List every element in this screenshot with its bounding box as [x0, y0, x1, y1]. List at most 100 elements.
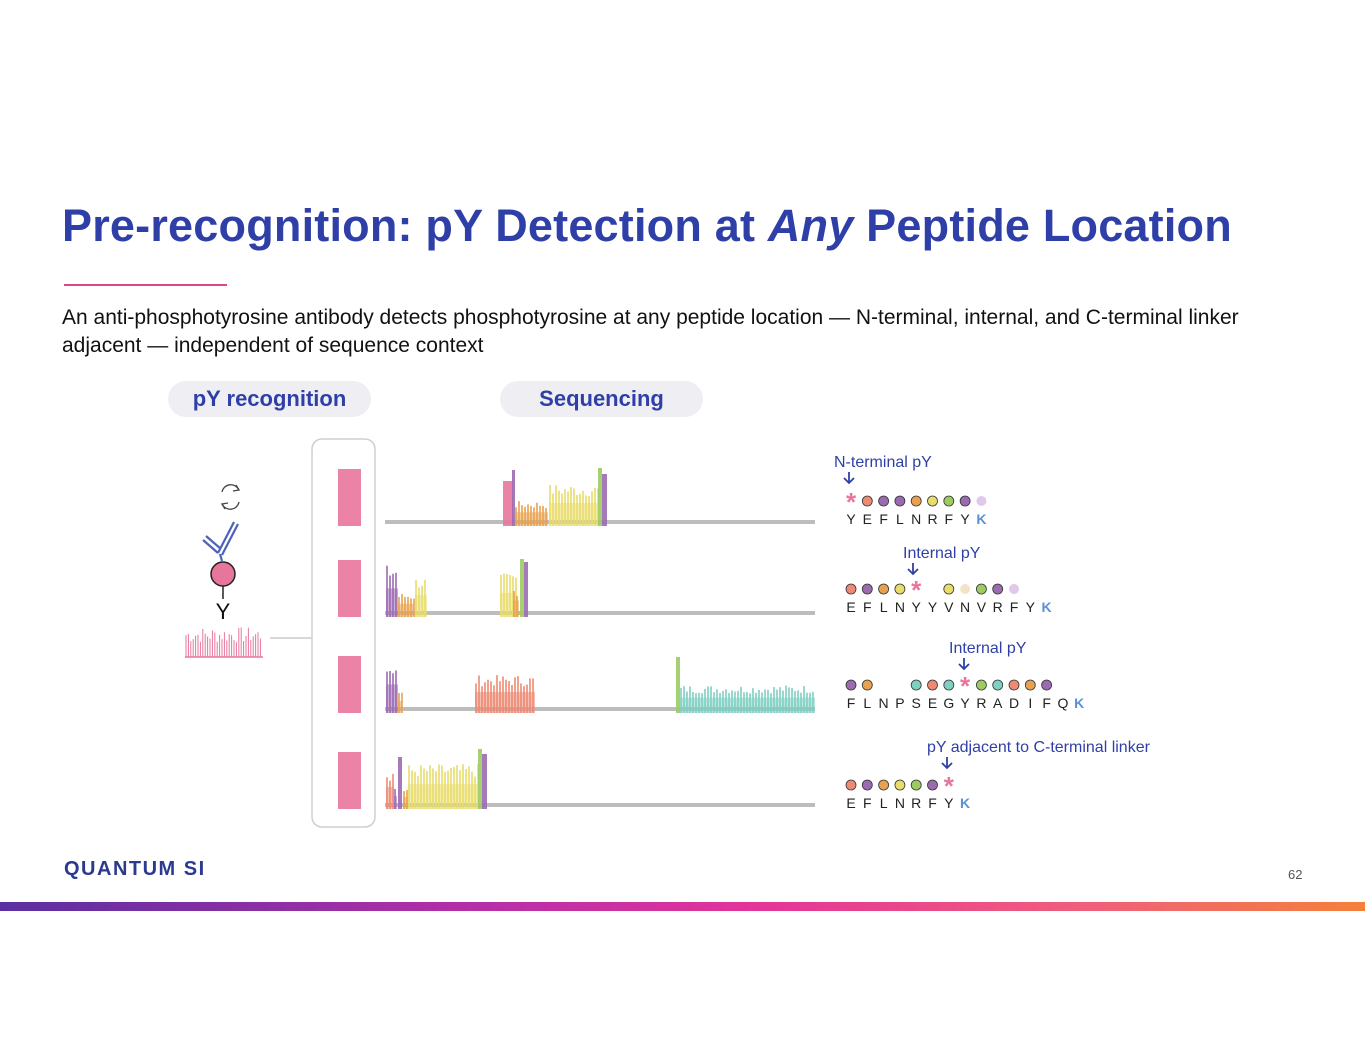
title-part1: Pre-recognition: pY Detection at: [62, 200, 768, 251]
title-part2: Peptide Location: [853, 200, 1232, 251]
residue-letter: F: [945, 511, 954, 527]
residue-letter: L: [863, 695, 871, 711]
residue-letter: Y: [960, 511, 970, 527]
residue-marker-dot: [845, 679, 857, 691]
trace-segment-purple: [394, 789, 397, 809]
residue-marker-dot: [976, 583, 987, 595]
residue-letter: F: [879, 511, 888, 527]
recognition-block-4: [338, 752, 361, 809]
down-arrow-icon: [958, 658, 970, 671]
trace-segment-purple: [398, 757, 402, 809]
trace-segment-purple: [512, 470, 515, 526]
page-number: 62: [1288, 867, 1303, 882]
residue-marker-dot: [894, 583, 906, 595]
trace-spike: [598, 468, 602, 526]
residue-letter: K: [976, 511, 986, 527]
residue-letter: N: [879, 695, 889, 711]
footer-gradient-bar: [0, 902, 1365, 911]
residue-marker-dot: [976, 496, 987, 506]
residue-marker-dot: [1009, 584, 1019, 594]
residue-letter: N: [960, 599, 970, 615]
title-emphasis: Any: [767, 200, 854, 251]
residue-letter: E: [863, 511, 872, 527]
residue-letter: Y: [1026, 599, 1036, 615]
peptide-annotation: pY adjacent to C-terminal linker: [927, 739, 1151, 756]
trace-segment-yellow: [408, 764, 479, 809]
residue-marker-dot: [878, 495, 889, 507]
trace-segment-green: [478, 749, 482, 809]
trace-segment-salmon: [475, 675, 535, 713]
residue-marker-dot: [943, 495, 955, 507]
phospho-asterisk-icon: *: [911, 575, 922, 605]
trace-segment-purple: [386, 670, 398, 713]
binding-cycle-arrows-icon: [220, 484, 241, 510]
residue-marker-dot: [910, 779, 922, 791]
recognition-block-2: [338, 560, 361, 617]
residue-letter: P: [895, 695, 904, 711]
trace-segment-pink: [503, 481, 513, 526]
residue-letter: F: [1042, 695, 1051, 711]
residue-marker-dot: [861, 779, 873, 791]
residue-marker-dot: [910, 495, 922, 507]
phospho-asterisk-icon: *: [960, 671, 971, 701]
trace-segment-orange: [398, 692, 403, 713]
residue-marker-dot: [1041, 679, 1052, 691]
residue-marker-dot: [992, 679, 1004, 691]
trace-spike: [398, 757, 402, 809]
trace-segment-green: [520, 559, 524, 617]
residue-marker-dot: [861, 495, 873, 507]
residue-letter: F: [863, 795, 872, 811]
residue-letter: N: [911, 511, 921, 527]
residue-letter: F: [863, 599, 872, 615]
recognition-box: [311, 438, 376, 828]
residue-letter: R: [976, 695, 986, 711]
residue-letter: Y: [944, 795, 954, 811]
residue-marker-dot: [959, 495, 971, 507]
trace-spike: [482, 754, 487, 809]
residue-letter: I: [1028, 695, 1032, 711]
phospho-asterisk-icon: *: [846, 487, 857, 517]
trace-fill: [475, 692, 535, 713]
trace-spike: [602, 474, 607, 526]
residue-letter: R: [911, 795, 921, 811]
trace-segment-salmon: [386, 773, 394, 809]
residue-letter: L: [896, 511, 904, 527]
trace-spike: [524, 562, 528, 617]
residue-marker-dot: [845, 583, 857, 595]
phospho-group-icon: [210, 561, 236, 587]
residue-marker-dot: [910, 679, 922, 691]
down-arrow-icon: [843, 472, 855, 485]
down-arrow-icon: [941, 757, 953, 770]
pill-py-recognition: pY recognition: [168, 381, 371, 417]
trace-segment-purple: [482, 754, 487, 809]
trace-spike: [503, 481, 513, 526]
title-underline: [64, 284, 227, 286]
trace-fill: [513, 600, 519, 617]
residue-marker-dot: [878, 779, 889, 791]
residue-marker-dot: [845, 779, 857, 791]
down-arrow-icon: [907, 563, 919, 576]
trace-segment-yellow: [415, 579, 427, 617]
residue-letter: Y: [928, 599, 938, 615]
residue-letter: E: [846, 795, 855, 811]
residue-letter: E: [846, 599, 855, 615]
residue-letter: R: [927, 511, 937, 527]
recognition-block-1: [338, 469, 361, 526]
residue-letter: S: [912, 695, 921, 711]
tyrosine-label: Y: [216, 599, 231, 624]
residue-marker-dot: [1008, 679, 1020, 691]
quantum-si-logo: QUANTUM SI: [64, 858, 206, 880]
antibody-icon: [202, 521, 239, 562]
residue-letter: F: [1010, 599, 1019, 615]
trace-segment-purple: [602, 474, 607, 526]
residue-letter: A: [993, 695, 1003, 711]
residue-letter: D: [1009, 695, 1019, 711]
residue-marker-dot: [943, 679, 955, 691]
trace-segment-orange: [513, 591, 519, 617]
trace-segment-green: [598, 468, 602, 526]
